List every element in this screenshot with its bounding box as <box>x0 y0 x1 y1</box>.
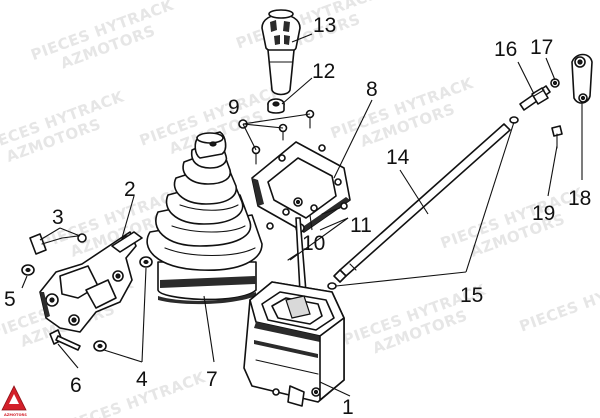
part-4-nuts <box>93 256 153 352</box>
part-2-mounting-bracket <box>39 231 143 333</box>
callout-12: 12 <box>312 60 335 83</box>
part-17-small-nut <box>550 78 560 88</box>
part-14-shift-rod <box>333 123 511 283</box>
part-11-pins <box>287 202 348 261</box>
logo-text: AZMOTORS <box>4 413 27 417</box>
callout-8: 8 <box>366 78 378 101</box>
callout-16: 16 <box>494 38 517 61</box>
part-19-bolt <box>551 125 563 149</box>
callout-11: 11 <box>350 214 372 237</box>
callout-1: 1 <box>342 396 354 418</box>
callout-numbers: 13 12 9 8 14 16 17 18 19 11 10 15 2 3 5 … <box>4 14 591 418</box>
callout-3: 3 <box>52 206 64 229</box>
callout-6: 6 <box>70 374 82 397</box>
part-1-shifter-housing <box>243 281 345 407</box>
callout-18: 18 <box>568 187 591 210</box>
watermark-line1: PIECES HYTRACK <box>60 368 208 418</box>
part-7-rubber-boot <box>146 131 263 305</box>
leader-lines <box>21 33 583 397</box>
part-18-shift-arm <box>571 53 593 104</box>
watermark-line1: PIECES HYTRACK <box>517 267 600 336</box>
callout-10: 10 <box>302 232 325 255</box>
part-13-shift-knob <box>261 9 301 96</box>
part-5-washer <box>21 264 35 276</box>
callout-17: 17 <box>530 36 553 59</box>
callout-14: 14 <box>386 146 410 169</box>
part-8-cover-plate <box>251 141 351 233</box>
callout-13: 13 <box>313 14 336 37</box>
callout-2: 2 <box>124 178 136 201</box>
part-12-nut <box>267 98 285 114</box>
azmotors-logo: AZMOTORS <box>1 385 27 417</box>
callout-5: 5 <box>4 288 16 311</box>
part-16-pivot-bolt <box>519 85 551 111</box>
callout-4: 4 <box>136 368 148 391</box>
callout-15: 15 <box>460 284 483 307</box>
part-6-bolt <box>49 329 81 351</box>
callout-7: 7 <box>206 368 218 391</box>
callout-19: 19 <box>532 202 555 225</box>
callout-9: 9 <box>228 96 240 119</box>
